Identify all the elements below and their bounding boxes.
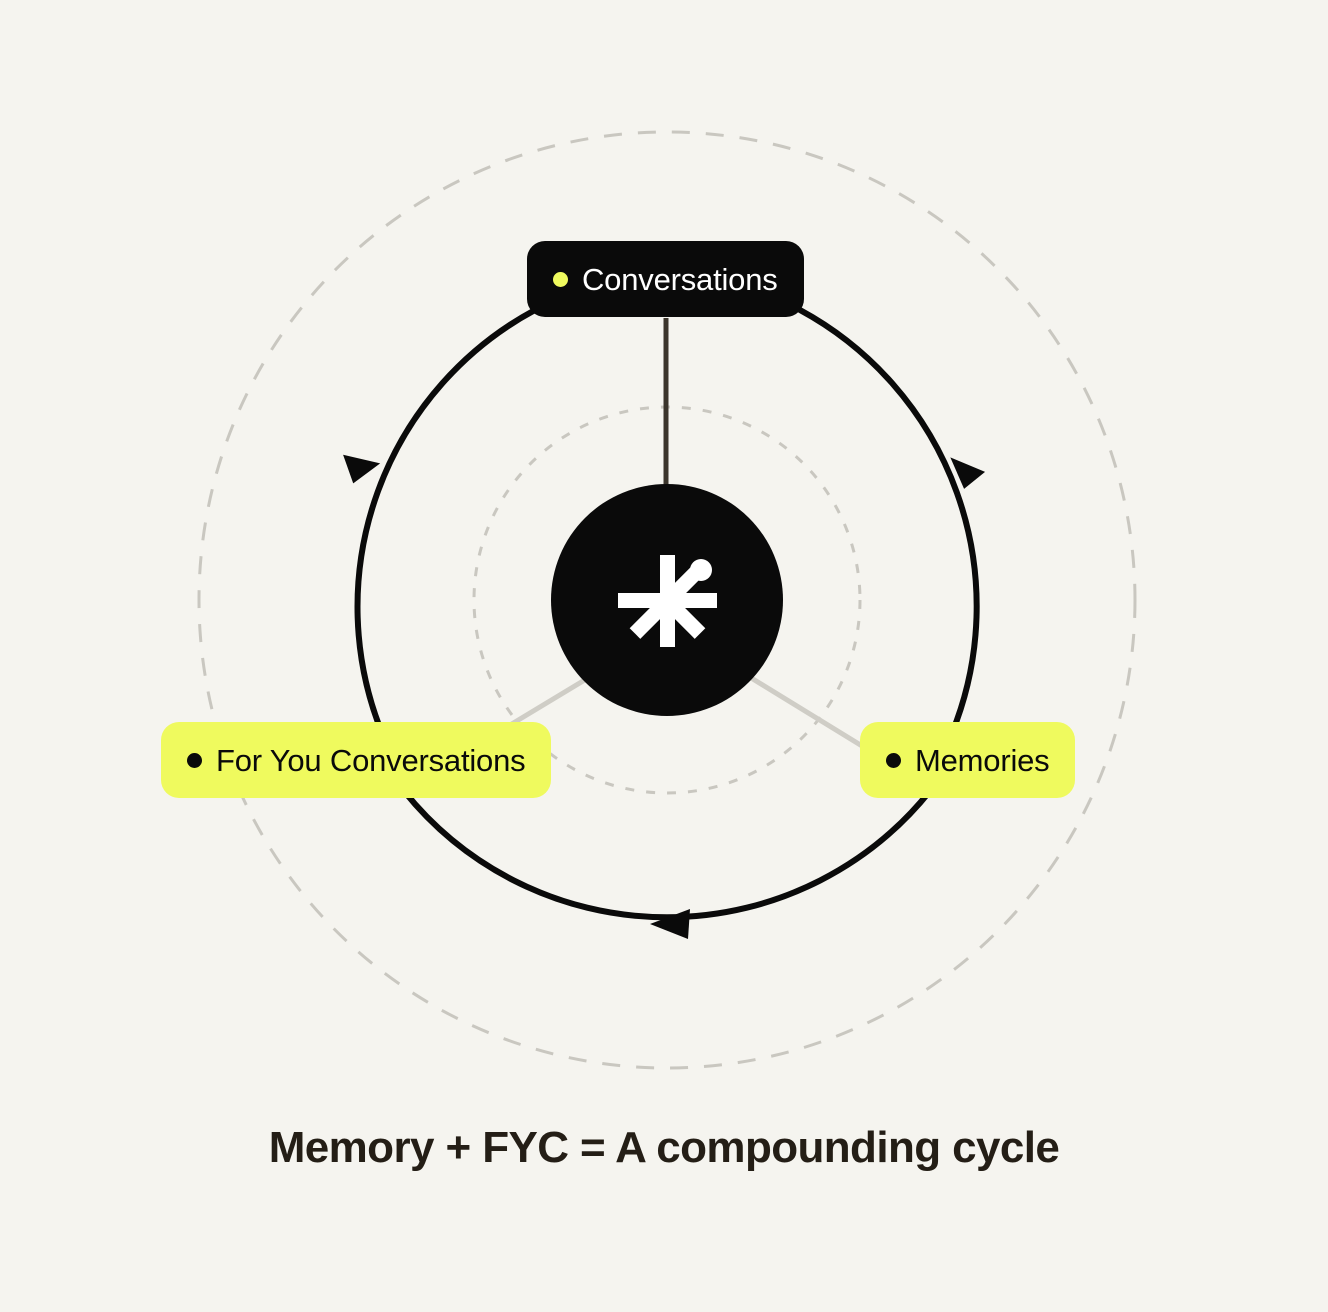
outer-dashed-ring xyxy=(197,130,1137,1070)
for-you-conversations-label: For You Conversations xyxy=(216,742,526,778)
conversations-dot-icon xyxy=(553,271,568,287)
asterisk-dot-icon xyxy=(618,555,717,647)
flow-arc-top-right xyxy=(797,307,980,736)
diagram-caption: Memory + FYC = A compounding cycle xyxy=(268,1123,1060,1172)
node-pill-memories[interactable]: Memories xyxy=(860,722,1076,798)
conversations-label: Conversations xyxy=(582,261,778,297)
arrow-right-head xyxy=(950,457,986,489)
center-logo-node xyxy=(551,484,783,716)
for-you-conversations-dot-icon xyxy=(187,752,202,768)
memories-label: Memories xyxy=(915,742,1050,778)
memories-dot-icon xyxy=(886,752,901,768)
flow-arc-bottom xyxy=(401,788,933,921)
node-pill-conversations[interactable]: Conversations xyxy=(527,241,804,317)
flow-arc-top-left xyxy=(354,307,538,736)
connector-center-to-memories xyxy=(745,673,883,760)
node-pill-for-you-conversations[interactable]: For You Conversations xyxy=(161,722,552,798)
arrow-bottom-head xyxy=(650,909,690,939)
arrow-left-head xyxy=(343,454,381,484)
